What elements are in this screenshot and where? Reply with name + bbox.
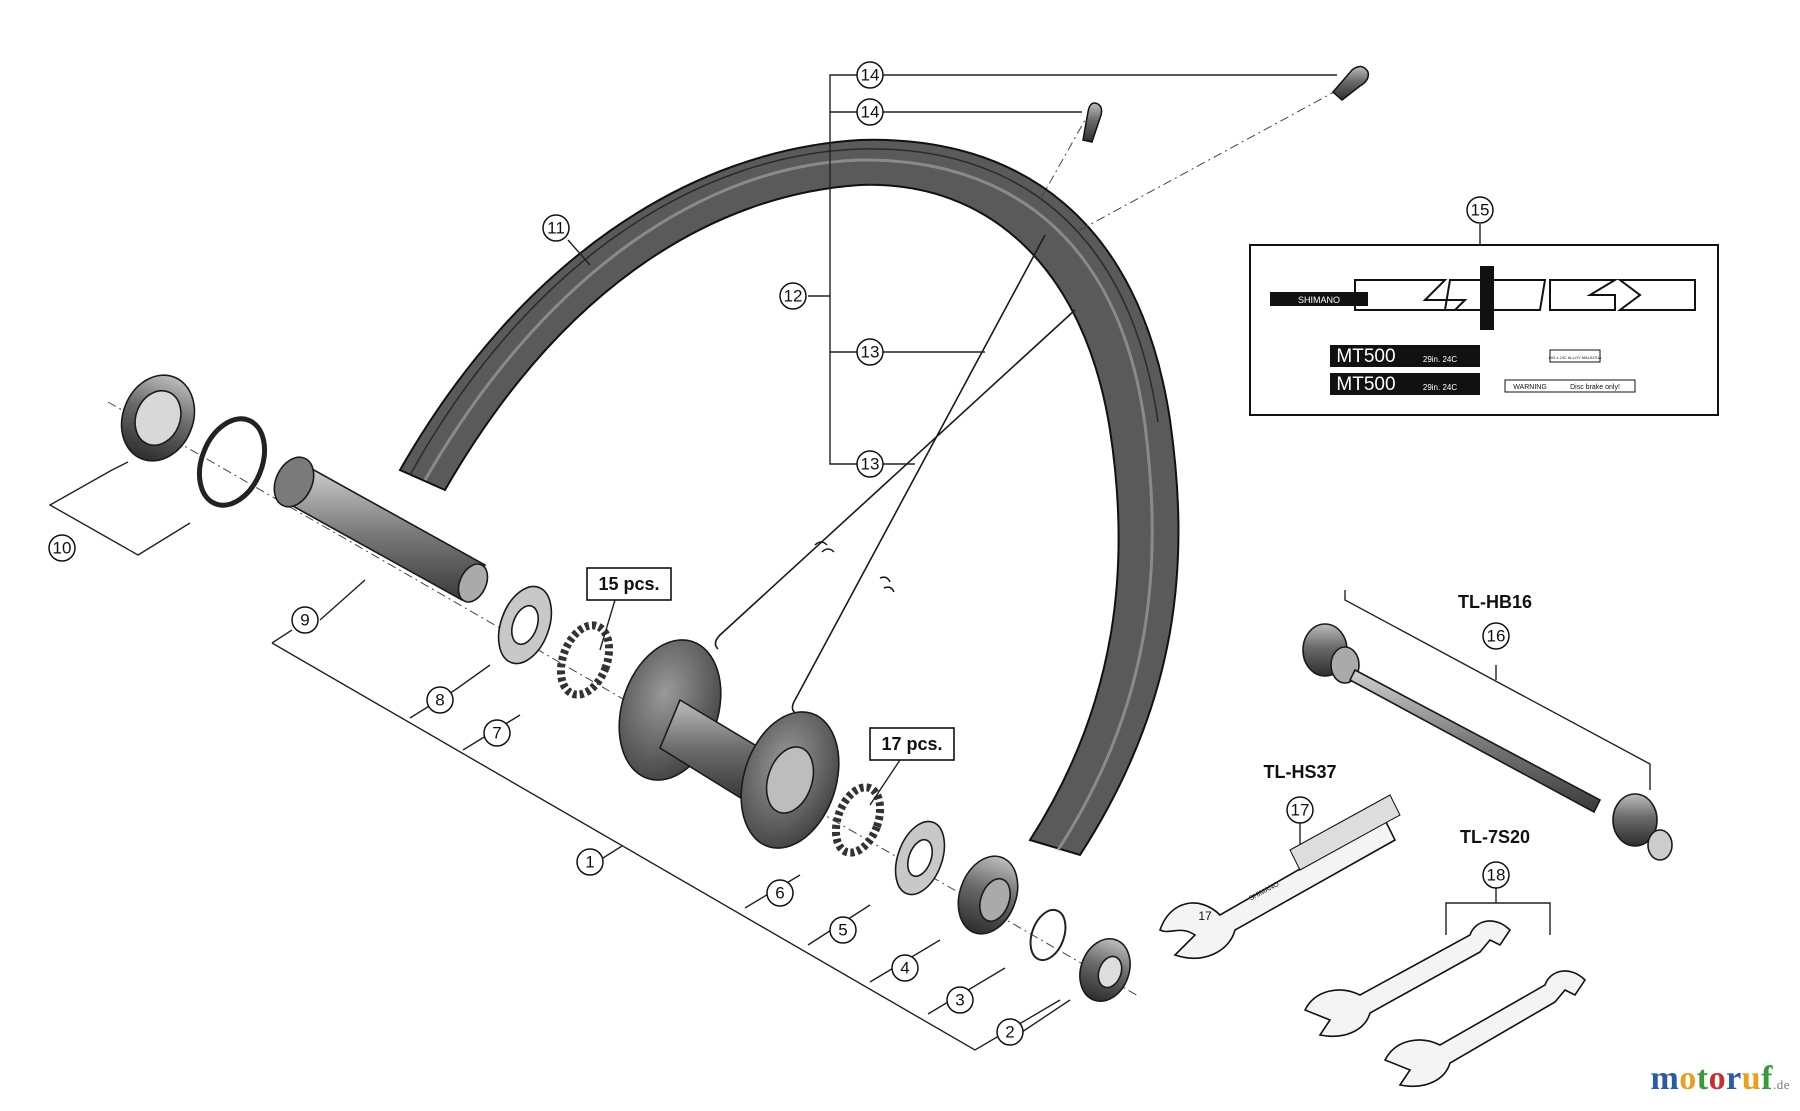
spoke-nipple-lower <box>1082 102 1103 143</box>
decal-warning-text: Disc brake only! <box>1570 384 1620 391</box>
svg-text:18: 18 <box>1487 866 1506 885</box>
svg-text:6: 6 <box>775 884 784 903</box>
spoke-nipple-upper <box>1331 65 1370 101</box>
callout-3: 3 <box>946 986 974 1014</box>
svg-text:9: 9 <box>300 611 309 630</box>
callout-17: 17 <box>1286 796 1314 824</box>
end-cap <box>1079 938 1131 1002</box>
qty-balls-right: 17 pcs. <box>881 734 942 754</box>
cone-spanner-tl-hs37: 17 SHIMANO <box>1159 794 1401 959</box>
decal-model-1: MT500 <box>1336 346 1395 367</box>
lock-ring <box>120 374 196 462</box>
qty-box-balls-left: 15 pcs. <box>586 567 672 601</box>
decal-graphics <box>1354 279 1696 311</box>
watermark-letter-1: m <box>1650 1060 1680 1097</box>
decal-size-2: 29in. 24C <box>1423 383 1457 392</box>
hub-cone <box>957 855 1019 935</box>
decal-origin: 603 x 24C ALLOY MALAYSIA <box>1549 355 1602 360</box>
cone-spanner-size: 17 <box>1198 909 1212 923</box>
ball-retainer-left <box>556 621 614 699</box>
qty-box-balls-right: 17 pcs. <box>869 727 955 761</box>
watermark-tld: .de <box>1772 1077 1790 1092</box>
svg-text:10: 10 <box>53 539 72 558</box>
callout-18: 18 <box>1482 861 1510 889</box>
watermark-letter-5: r <box>1726 1060 1742 1097</box>
hub-spanner-tl-7s20 <box>1303 920 1587 1087</box>
callout-7: 7 <box>483 719 511 747</box>
callout-15: 15 <box>1466 196 1494 224</box>
tool-label-tl-hb16: TL-HB16 <box>1458 592 1532 612</box>
callout-1: 1 <box>576 848 604 876</box>
svg-text:12: 12 <box>784 287 803 306</box>
decal-sheet: SHIMANO MT500 29in. 24C MT500 29in. 24C … <box>1249 244 1719 416</box>
svg-text:1: 1 <box>585 853 594 872</box>
callout-13-upper: 13 <box>856 338 884 366</box>
svg-text:16: 16 <box>1487 627 1506 646</box>
svg-text:7: 7 <box>492 724 501 743</box>
watermark-letter-3: t <box>1696 1060 1709 1097</box>
callout-14-lower: 14 <box>856 98 884 126</box>
callout-8: 8 <box>426 686 454 714</box>
rim <box>398 138 1180 857</box>
tool-label-tl-7s20: TL-7S20 <box>1460 827 1530 847</box>
callout-10: 10 <box>48 534 76 562</box>
svg-text:15: 15 <box>1471 201 1490 220</box>
svg-text:8: 8 <box>435 691 444 710</box>
callout-14-upper: 14 <box>856 61 884 89</box>
watermark-letter-2: o <box>1679 1060 1697 1097</box>
decal-size-1: 29in. 24C <box>1423 355 1457 364</box>
watermark-letter-4: o <box>1708 1060 1727 1097</box>
svg-text:17: 17 <box>1291 801 1310 820</box>
dust-cap-right <box>894 820 946 896</box>
watermark: motoruf.de <box>1650 1060 1790 1098</box>
svg-text:11: 11 <box>547 219 565 238</box>
callout-12: 12 <box>779 282 807 310</box>
hub-tool-tl-hb16 <box>1302 623 1673 861</box>
svg-text:13: 13 <box>861 343 880 362</box>
callout-2: 2 <box>996 1018 1024 1046</box>
tool-label-tl-hs37: TL-HS37 <box>1263 762 1336 782</box>
callout-11: 11 <box>542 214 570 242</box>
svg-text:5: 5 <box>838 921 847 940</box>
decal-warning-label: WARNING <box>1513 384 1547 391</box>
ball-retainer-right <box>831 783 885 857</box>
callout-5: 5 <box>829 916 857 944</box>
watermark-letter-7: f <box>1761 1060 1773 1097</box>
svg-text:13: 13 <box>861 455 880 474</box>
callout-4: 4 <box>891 954 919 982</box>
svg-text:14: 14 <box>861 103 880 122</box>
lock-ring-spacer <box>196 416 268 508</box>
callout-13-lower: 13 <box>856 450 884 478</box>
decal-model-2: MT500 <box>1336 374 1395 395</box>
svg-text:3: 3 <box>955 991 964 1010</box>
dust-cap-left <box>497 585 553 665</box>
watermark-letter-6: u <box>1741 1060 1762 1097</box>
svg-text:4: 4 <box>900 959 909 978</box>
hub-shell <box>618 639 840 849</box>
callout-6: 6 <box>766 879 794 907</box>
qty-balls-left: 15 pcs. <box>598 574 659 594</box>
hub-axle <box>273 456 489 603</box>
leader-lines <box>48 74 1651 1051</box>
o-ring <box>1029 908 1067 962</box>
svg-text:2: 2 <box>1005 1023 1014 1042</box>
decal-brand: SHIMANO <box>1298 295 1340 305</box>
svg-text:14: 14 <box>861 66 880 85</box>
callout-16: 16 <box>1482 622 1510 650</box>
callout-9: 9 <box>291 606 319 634</box>
